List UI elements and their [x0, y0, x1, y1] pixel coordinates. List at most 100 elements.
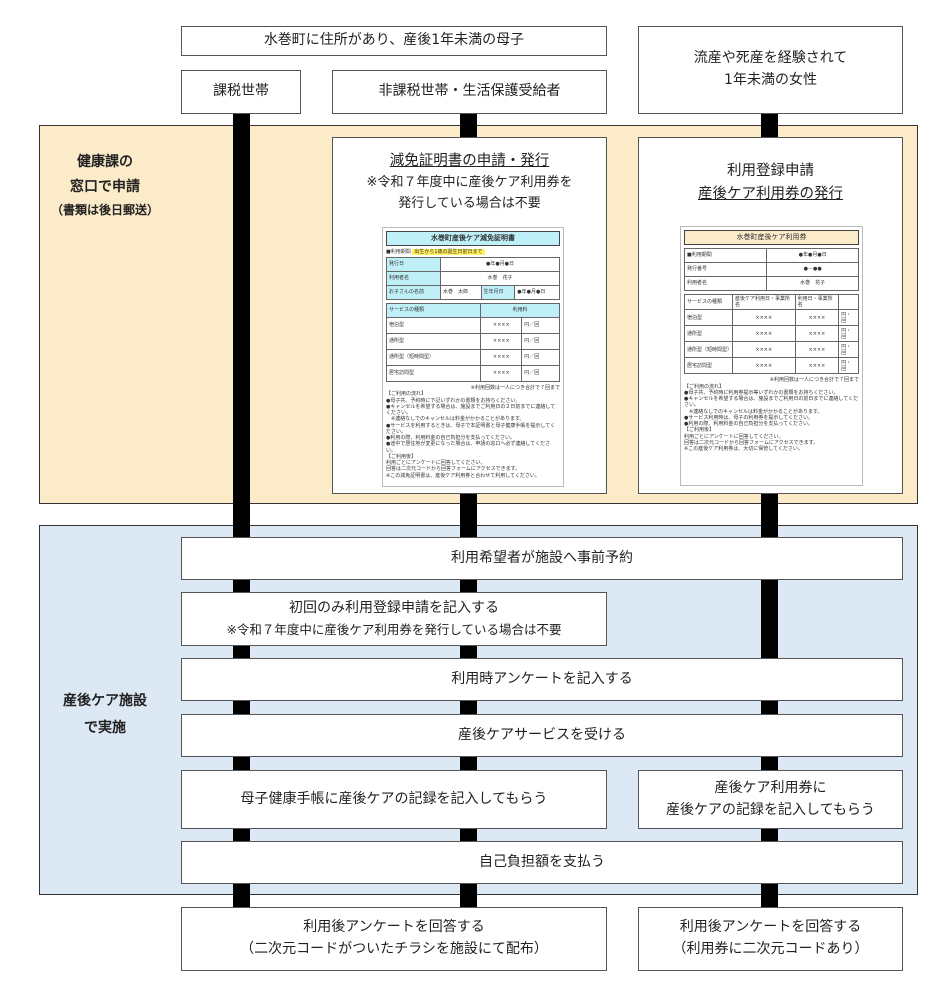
- note-line: ●サービス利用時は、母子の利用券を提示してください。: [684, 414, 814, 421]
- service-cell: 円／回: [521, 365, 560, 382]
- voucher-preview-notes: 【ご利用の流れ】 ●母子共、予約時に利用券提示等いずれかの書類をお持ちください。…: [684, 384, 859, 453]
- connector-taxed-overlay: [233, 112, 250, 907]
- step-handbook-record-text: 母子健康手帳に産後ケアの記録を記入してもらう: [240, 790, 548, 807]
- service-cell: ××××: [732, 309, 796, 327]
- exemption-note-line2: 発行している場合は不要: [398, 195, 541, 211]
- voucher-preview-service-table: サービスの種類産後ケア利用日・事業所名利用日・事業所名 宿泊型××××××××円…: [683, 293, 859, 375]
- service-head: 利用日・事業所名: [794, 293, 840, 311]
- info-cell: 水巻 花子: [440, 271, 560, 286]
- step-handbook-record: 母子健康手帳に産後ケアの記録を記入してもらう: [181, 770, 607, 829]
- service-cell: 通所型（短時間型）: [683, 341, 734, 359]
- note-line: 利用ごとにアンケートに回答してください。: [386, 460, 486, 466]
- exemption-preview-notes: 【ご利用の流れ】 ●母子共、予約時に下記いずれかの書類をお持ちください。 ●キャ…: [386, 391, 560, 479]
- note-line: ●利用の際、利用料金の自己負担分を支払ってください。: [386, 435, 515, 441]
- service-cell: ××××: [732, 341, 796, 359]
- note-line: ※連絡なしでのキャンセルは料金がかかることがあります。: [684, 408, 823, 415]
- exemption-certificate-panel: 減免証明書の申請・発行 ※令和７年度中に産後ケア利用券を 発行している場合は不要…: [332, 137, 607, 494]
- step-voucher-record-line1: 産後ケア利用券に: [714, 779, 827, 796]
- service-cell: 通所型: [385, 333, 482, 350]
- service-head: [838, 293, 859, 311]
- exemption-preview-period-value: 出生から1歳の誕生日前日まで: [412, 248, 485, 255]
- post-survey-flyer-line2: （二次元コードがついたチラシを施設にて配布）: [240, 941, 548, 957]
- note-line: ●利用の際、利用料金の自己負担分を支払ってください。: [684, 421, 813, 427]
- step-usage-survey: 利用時アンケートを記入する: [181, 658, 903, 701]
- step-usage-survey-text: 利用時アンケートを記入する: [451, 670, 633, 687]
- info-cell: 利用者名: [385, 271, 442, 286]
- service-head: 産後ケア利用日・事業所名: [732, 293, 796, 311]
- facility-label-line1: 産後ケア施設: [63, 693, 147, 709]
- health-section-label: 健康課の 窓口で申請 （書類は後日郵送）: [40, 150, 170, 222]
- info-cell: お子さんの名前: [385, 285, 442, 300]
- post-survey-voucher-box: 利用後アンケートを回答する （利用券に二次元コードあり）: [638, 907, 903, 971]
- note-line: 回答は二次元コードから回答フォームにアクセスできます。: [684, 439, 819, 446]
- pregnancy-loss-line1: 流産や死産を経験されて: [693, 50, 848, 67]
- service-cell: 円／回: [521, 349, 560, 366]
- exemption-preview-info-table: 発行日●年●月●日 利用者名水巻 花子 お子さんの名前水巻 太郎生年月日●年●月…: [385, 257, 560, 300]
- step-voucher-record: 産後ケア利用券に 産後ケアの記録を記入してもらう: [638, 770, 903, 829]
- service-cell: ××××: [732, 357, 796, 375]
- exemption-note-line1: ※令和７年度中に産後ケア利用券を: [366, 175, 573, 191]
- service-cell: 円・回: [838, 341, 859, 359]
- step-payment: 自己負担額を支払う: [181, 841, 903, 884]
- info-cell: 生年月日: [480, 285, 516, 300]
- registration-title-line2: 産後ケア利用券の発行: [698, 186, 843, 203]
- taxed-household-text: 課税世帯: [213, 83, 269, 100]
- service-cell: 円・回: [838, 325, 859, 343]
- service-cell: 居宅訪問型: [385, 365, 482, 382]
- health-label-line1: 健康課の: [77, 154, 133, 170]
- service-cell: ××××: [794, 357, 840, 375]
- step-first-registration: 初回のみ利用登録申請を記入する ※令和７年度中に産後ケア利用券を発行している場合…: [181, 592, 607, 646]
- exemption-preview-title: 水巻町産後ケア減免証明書: [386, 231, 560, 246]
- step-receive-service-text: 産後ケアサービスを受ける: [458, 726, 626, 743]
- voucher-preview: 水巻町産後ケア利用券 ■利用期間●年●月●日 発行番号●－●● 利用者名水巻 花…: [680, 226, 863, 486]
- service-cell: ××××: [794, 309, 840, 327]
- info-cell: 利用者名: [683, 275, 768, 291]
- pregnancy-loss-line2: 1年未満の女性: [724, 72, 817, 88]
- note-line: 【ご利用の流れ】: [684, 383, 725, 390]
- note-line: ●母子共、予約時に下記いずれかの書類をお持ちください。: [386, 397, 521, 404]
- exemption-preview-service-note: ※利用回数は一人につき合計で７回まで: [470, 385, 560, 391]
- note-line: ●キャンセルを希望する場合は、施設までご利用日の前日までに連絡してください。: [684, 396, 859, 409]
- service-head: サービスの種類: [385, 303, 482, 318]
- note-line: ●サービスを利用するときは、母子で本証明書と母子健康手帳を提示してください。: [386, 422, 556, 435]
- exemption-certificate-preview: 水巻町産後ケア減免証明書 ■利用期間 出生から1歳の誕生日前日まで 発行日●年●…: [382, 227, 564, 487]
- voucher-preview-title: 水巻町産後ケア利用券: [684, 230, 859, 245]
- service-cell: 円・回: [838, 357, 859, 375]
- voucher-preview-service-note: ※利用回数は一人につき合計で７回まで: [769, 377, 859, 384]
- service-cell: ××××: [480, 317, 523, 334]
- note-line: 【ご利用後】: [684, 427, 715, 434]
- info-cell: ■利用期間: [683, 247, 768, 263]
- step-receive-service: 産後ケアサービスを受ける: [181, 714, 903, 757]
- service-cell: 通所型（短時間型）: [385, 349, 482, 366]
- info-cell: ●年●月●日: [766, 247, 859, 263]
- service-cell: 円／回: [521, 317, 560, 334]
- note-line: ※連絡なしでのキャンセルは料金がかかることがあります。: [386, 416, 525, 423]
- post-survey-voucher-line2: （利用券に二次元コードあり）: [672, 941, 869, 957]
- health-label-line2: 窓口で申請: [70, 179, 140, 196]
- service-cell: ××××: [732, 325, 796, 343]
- info-cell: ●年●月●日: [514, 285, 560, 300]
- service-cell: 円・回: [838, 309, 859, 327]
- service-cell: 通所型: [683, 325, 734, 343]
- service-cell: ××××: [794, 341, 840, 359]
- exemption-preview-period-label: ■利用期間: [386, 248, 411, 255]
- step-reservation-text: 利用希望者が施設へ事前予約: [451, 549, 633, 566]
- step-payment-text: 自己負担額を支払う: [479, 853, 605, 870]
- pregnancy-loss-box: 流産や死産を経験されて 1年未満の女性: [638, 26, 903, 114]
- info-cell: ●年●月●日: [440, 257, 560, 272]
- step-reservation: 利用希望者が施設へ事前予約: [181, 537, 903, 580]
- post-survey-flyer-box: 利用後アンケートを回答する （二次元コードがついたチラシを施設にて配布）: [181, 907, 607, 971]
- note-line: ●キャンセルを希望する場合は、施設までご利用日の２日前までに連絡してください。: [386, 403, 556, 416]
- eligibility-text: 水巻町に住所があり、産後1年未満の母子: [263, 32, 525, 49]
- service-cell: ××××: [480, 365, 523, 382]
- service-cell: 宿泊型: [683, 309, 734, 327]
- step-first-registration-line2: ※令和７年度中に産後ケア利用券を発行している場合は不要: [226, 622, 562, 638]
- eligibility-box: 水巻町に住所があり、産後1年未満の母子: [181, 26, 607, 56]
- service-head: サービスの種類: [683, 293, 734, 311]
- step-voucher-record-line2: 産後ケアの記録を記入してもらう: [666, 801, 875, 818]
- health-label-sub: （書類は後日郵送）: [50, 203, 159, 218]
- service-cell: ××××: [794, 325, 840, 343]
- nontaxed-household-box: 非課税世帯・生活保護受給者: [332, 70, 607, 114]
- info-cell: 水巻 太郎: [440, 285, 482, 300]
- taxed-household-box: 課税世帯: [181, 70, 301, 114]
